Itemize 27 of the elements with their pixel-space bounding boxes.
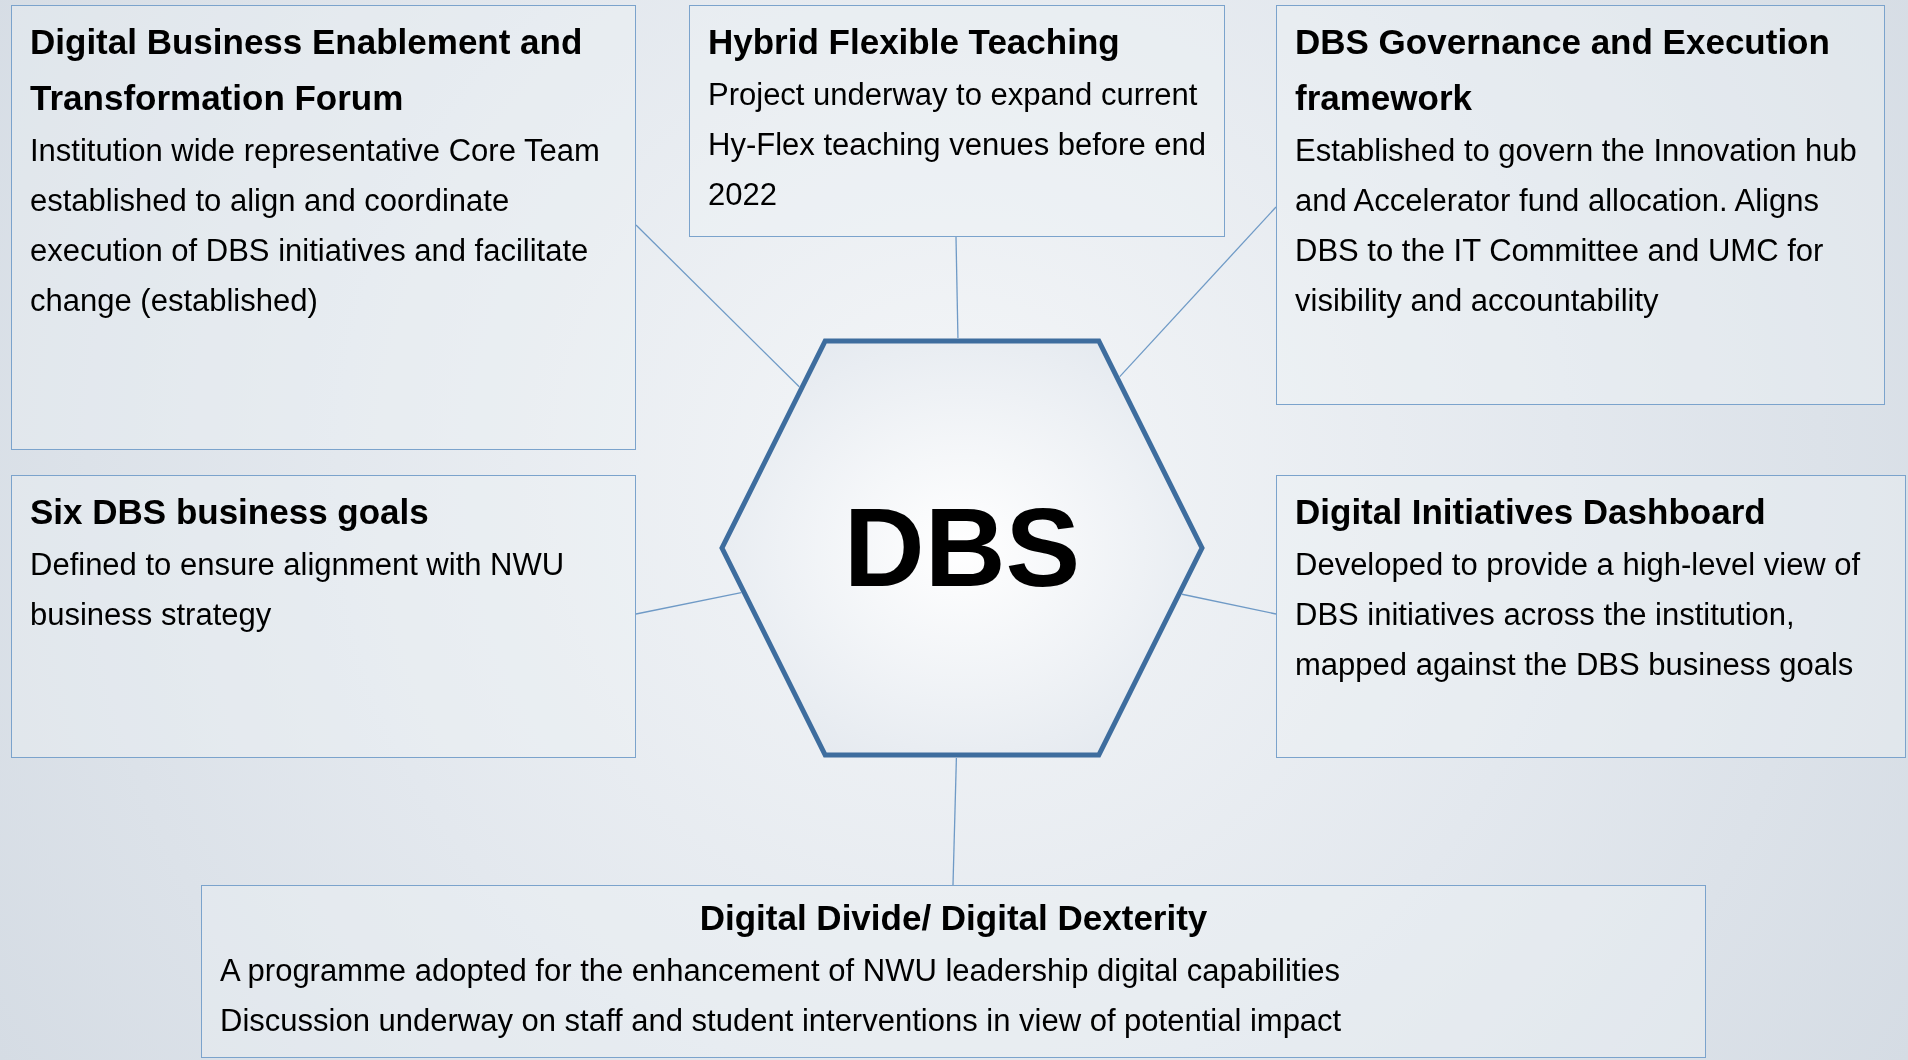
hexagon-label: DBS xyxy=(843,492,1081,604)
box-heading: Six DBS business goals xyxy=(30,491,430,533)
box-heading: DBS Governance and Execution framework xyxy=(1295,21,1831,119)
box-text: Defined to ensure alignment with NWU business strategy xyxy=(30,546,566,634)
connector-line xyxy=(1181,593,1277,615)
box-text: Institution wide representative Core Team established to align and coordinate execution of DBS initiatives and facilitate change (established) xyxy=(30,132,601,320)
hexagon xyxy=(719,338,1205,758)
connector-line xyxy=(635,592,742,615)
info-box xyxy=(11,5,636,450)
box-heading: Hybrid Flexible Teaching xyxy=(708,21,1121,63)
connector-line xyxy=(955,236,959,339)
box-heading: Digital Divide/ Digital Dexterity xyxy=(699,897,1208,939)
connector-line xyxy=(1119,206,1277,378)
box-heading: Digital Initiatives Dashboard xyxy=(1295,491,1767,533)
box-text: Project underway to expand current Hy-Flex teaching venues before end 2022 xyxy=(708,76,1206,214)
info-box xyxy=(1276,5,1885,405)
info-box xyxy=(689,5,1225,237)
connector-line xyxy=(635,224,800,388)
box-text: Developed to provide a high-level view of DBS initiatives across the institution, mapped against the DBS business goals xyxy=(1295,546,1862,684)
info-box xyxy=(11,475,636,758)
connector-line xyxy=(952,757,958,886)
info-box xyxy=(201,885,1706,1058)
box-text: Discussion underway on staff and student interventions in view of potential impact xyxy=(220,1002,1343,1040)
box-text: A programme adopted for the enhancement of NWU leadership digital capabilities xyxy=(220,952,1342,990)
box-heading: Digital Business Enablement and Transformation Forum xyxy=(30,21,584,119)
box-text: Established to govern the Innovation hub and Accelerator fund allocation. Aligns DBS to the IT Committee and UMC for visibility and accountability xyxy=(1295,132,1858,320)
info-box xyxy=(1276,475,1906,758)
